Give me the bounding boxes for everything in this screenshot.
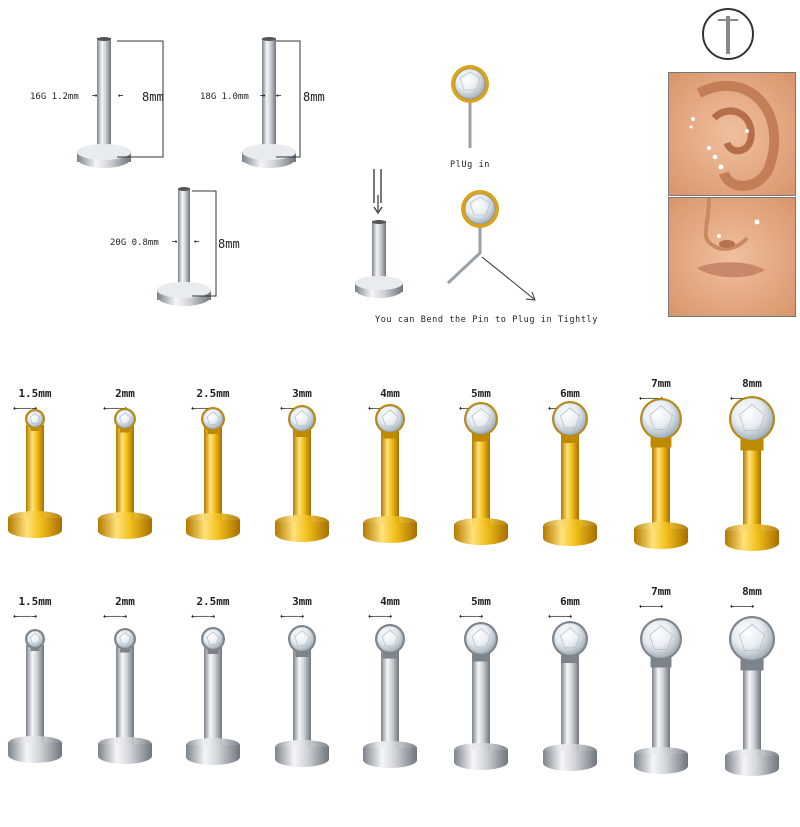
spec-post-3: 20G 0.8mm → ← 8mm	[110, 180, 340, 320]
gauge-label: 18G 1.0mm	[200, 92, 249, 102]
width-arrow-icon: ←——→	[103, 611, 128, 622]
gauge-label: 20G 0.8mm	[110, 238, 159, 248]
width-arrow-icon: ←——→	[368, 611, 393, 622]
size-label: 6mm	[560, 387, 580, 400]
width-arrow-icon: ←——→	[13, 403, 38, 414]
width-arrow-icon: ←——→	[191, 611, 216, 622]
stud-image	[634, 398, 688, 549]
stud-image	[363, 404, 417, 543]
silver-size-row: 1.5mm ←——→ 2mm ←——→ 2.5mm ←——→ 3mm ←——→ 4mm ←——→ 5…	[0, 585, 800, 800]
width-arrow-icon: ←——→	[639, 601, 664, 612]
size-label: 1.5mm	[18, 595, 52, 608]
length-label: 8mm	[142, 90, 164, 104]
length-label: 8mm	[303, 90, 325, 104]
ear-illustration	[669, 73, 795, 195]
arrow-left-icon: ←	[118, 91, 124, 101]
size-label: 5mm	[471, 387, 491, 400]
magnifier-pin-icon	[702, 8, 754, 60]
gold-size-row: 1.5mm ←——→ 2mm ←——→ 2.5mm ←——→ 3mm ←——→ 4mm ←——→ 5…	[0, 355, 800, 585]
face-photo	[668, 197, 796, 317]
width-arrow-icon: ←——→	[103, 403, 128, 414]
size-label: 3mm	[292, 595, 312, 608]
stud-image	[186, 627, 240, 765]
stud-image	[543, 621, 597, 771]
stud-image	[275, 405, 329, 542]
spec-post-2: 18G 1.0mm → ← 8mm	[200, 30, 360, 180]
width-arrow-icon: ←——→	[639, 393, 664, 404]
face-illustration	[669, 198, 795, 316]
length-bracket-icon	[192, 190, 217, 297]
width-arrow-icon: ←——→	[459, 611, 484, 622]
stud-image	[275, 625, 329, 767]
size-label: 5mm	[471, 595, 491, 608]
size-label: 2.5mm	[196, 595, 230, 608]
bent-pin-gem-image	[446, 190, 499, 285]
width-arrow-icon: ←——→	[730, 601, 755, 612]
width-arrow-icon: ←——→	[280, 611, 305, 622]
ear-photo	[668, 72, 796, 196]
stud-image	[725, 616, 779, 776]
stud-image	[8, 409, 62, 538]
length-bracket-icon	[276, 40, 301, 158]
size-label: 7mm	[651, 377, 671, 390]
gauge-label: 16G 1.2mm	[30, 92, 79, 102]
pointer-arrow-icon	[481, 256, 536, 301]
stud-image	[454, 402, 508, 545]
size-label: 8mm	[742, 377, 762, 390]
length-label: 8mm	[218, 237, 240, 251]
labret-post-image	[242, 37, 296, 168]
size-label: 4mm	[380, 595, 400, 608]
stud-image	[186, 407, 240, 540]
size-label: 7mm	[651, 585, 671, 598]
stud-image	[8, 629, 62, 763]
arrow-right-icon: →	[172, 237, 178, 247]
size-label: 2mm	[115, 387, 135, 400]
size-label: 4mm	[380, 387, 400, 400]
stud-image	[363, 624, 417, 768]
size-label: 1.5mm	[18, 387, 52, 400]
labret-post-image	[157, 187, 211, 306]
arrow-right-icon: →	[260, 91, 266, 101]
post-with-pin-arrows-image	[355, 169, 403, 298]
stud-image	[725, 396, 779, 551]
stud-image	[98, 628, 152, 764]
width-arrow-icon: ←——→	[191, 403, 216, 414]
push-pin-gem-image	[451, 65, 489, 148]
bend-pin-label: You can Bend the Pin to Plug in Tightly	[375, 315, 598, 325]
arrow-right-icon: →	[92, 91, 98, 101]
size-label: 2mm	[115, 595, 135, 608]
plug-in-label: PlUg in	[450, 160, 491, 170]
stud-image	[98, 408, 152, 539]
labret-post-image	[77, 37, 131, 168]
size-label: 2.5mm	[196, 387, 230, 400]
size-label: 8mm	[742, 585, 762, 598]
stud-image	[634, 618, 688, 774]
width-arrow-icon: ←——→	[280, 403, 305, 414]
arrow-left-icon: ←	[194, 237, 200, 247]
size-label: 6mm	[560, 595, 580, 608]
arrow-left-icon: ←	[276, 91, 282, 101]
stud-image	[543, 401, 597, 546]
width-arrow-icon: ←——→	[548, 611, 573, 622]
spec-post-1: 16G 1.2mm → ← 8mm	[30, 30, 350, 180]
length-bracket-icon	[117, 40, 164, 158]
stud-image	[454, 622, 508, 770]
size-label: 3mm	[292, 387, 312, 400]
width-arrow-icon: ←——→	[13, 611, 38, 622]
